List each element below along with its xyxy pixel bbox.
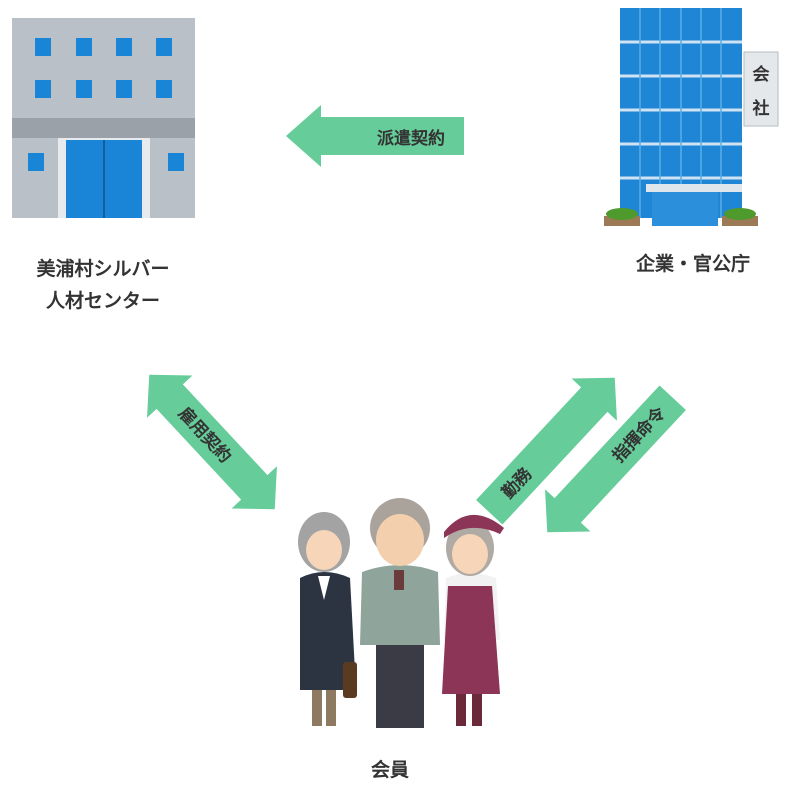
silver-center-label-line1: 美浦村シルバー	[36, 258, 170, 280]
silver-center-label: 美浦村シルバー 人材センター	[0, 253, 206, 317]
company-sign-1: 会	[753, 64, 770, 85]
company-label: 企業・官公庁	[635, 253, 750, 275]
company-building-icon: 会 社	[604, 8, 779, 226]
silver-center-building-icon	[12, 18, 195, 218]
employment-contract-arrow: 雇用契約	[147, 374, 277, 510]
members-people-icon	[298, 498, 504, 728]
dispatch-contract-arrow: 派遣契約	[286, 105, 464, 167]
company-sign-2: 社	[752, 98, 770, 119]
silver-center-label-line2: 人材センター	[45, 290, 160, 312]
members-label: 会員	[370, 759, 409, 781]
dispatch-contract-label: 派遣契約	[377, 128, 445, 149]
